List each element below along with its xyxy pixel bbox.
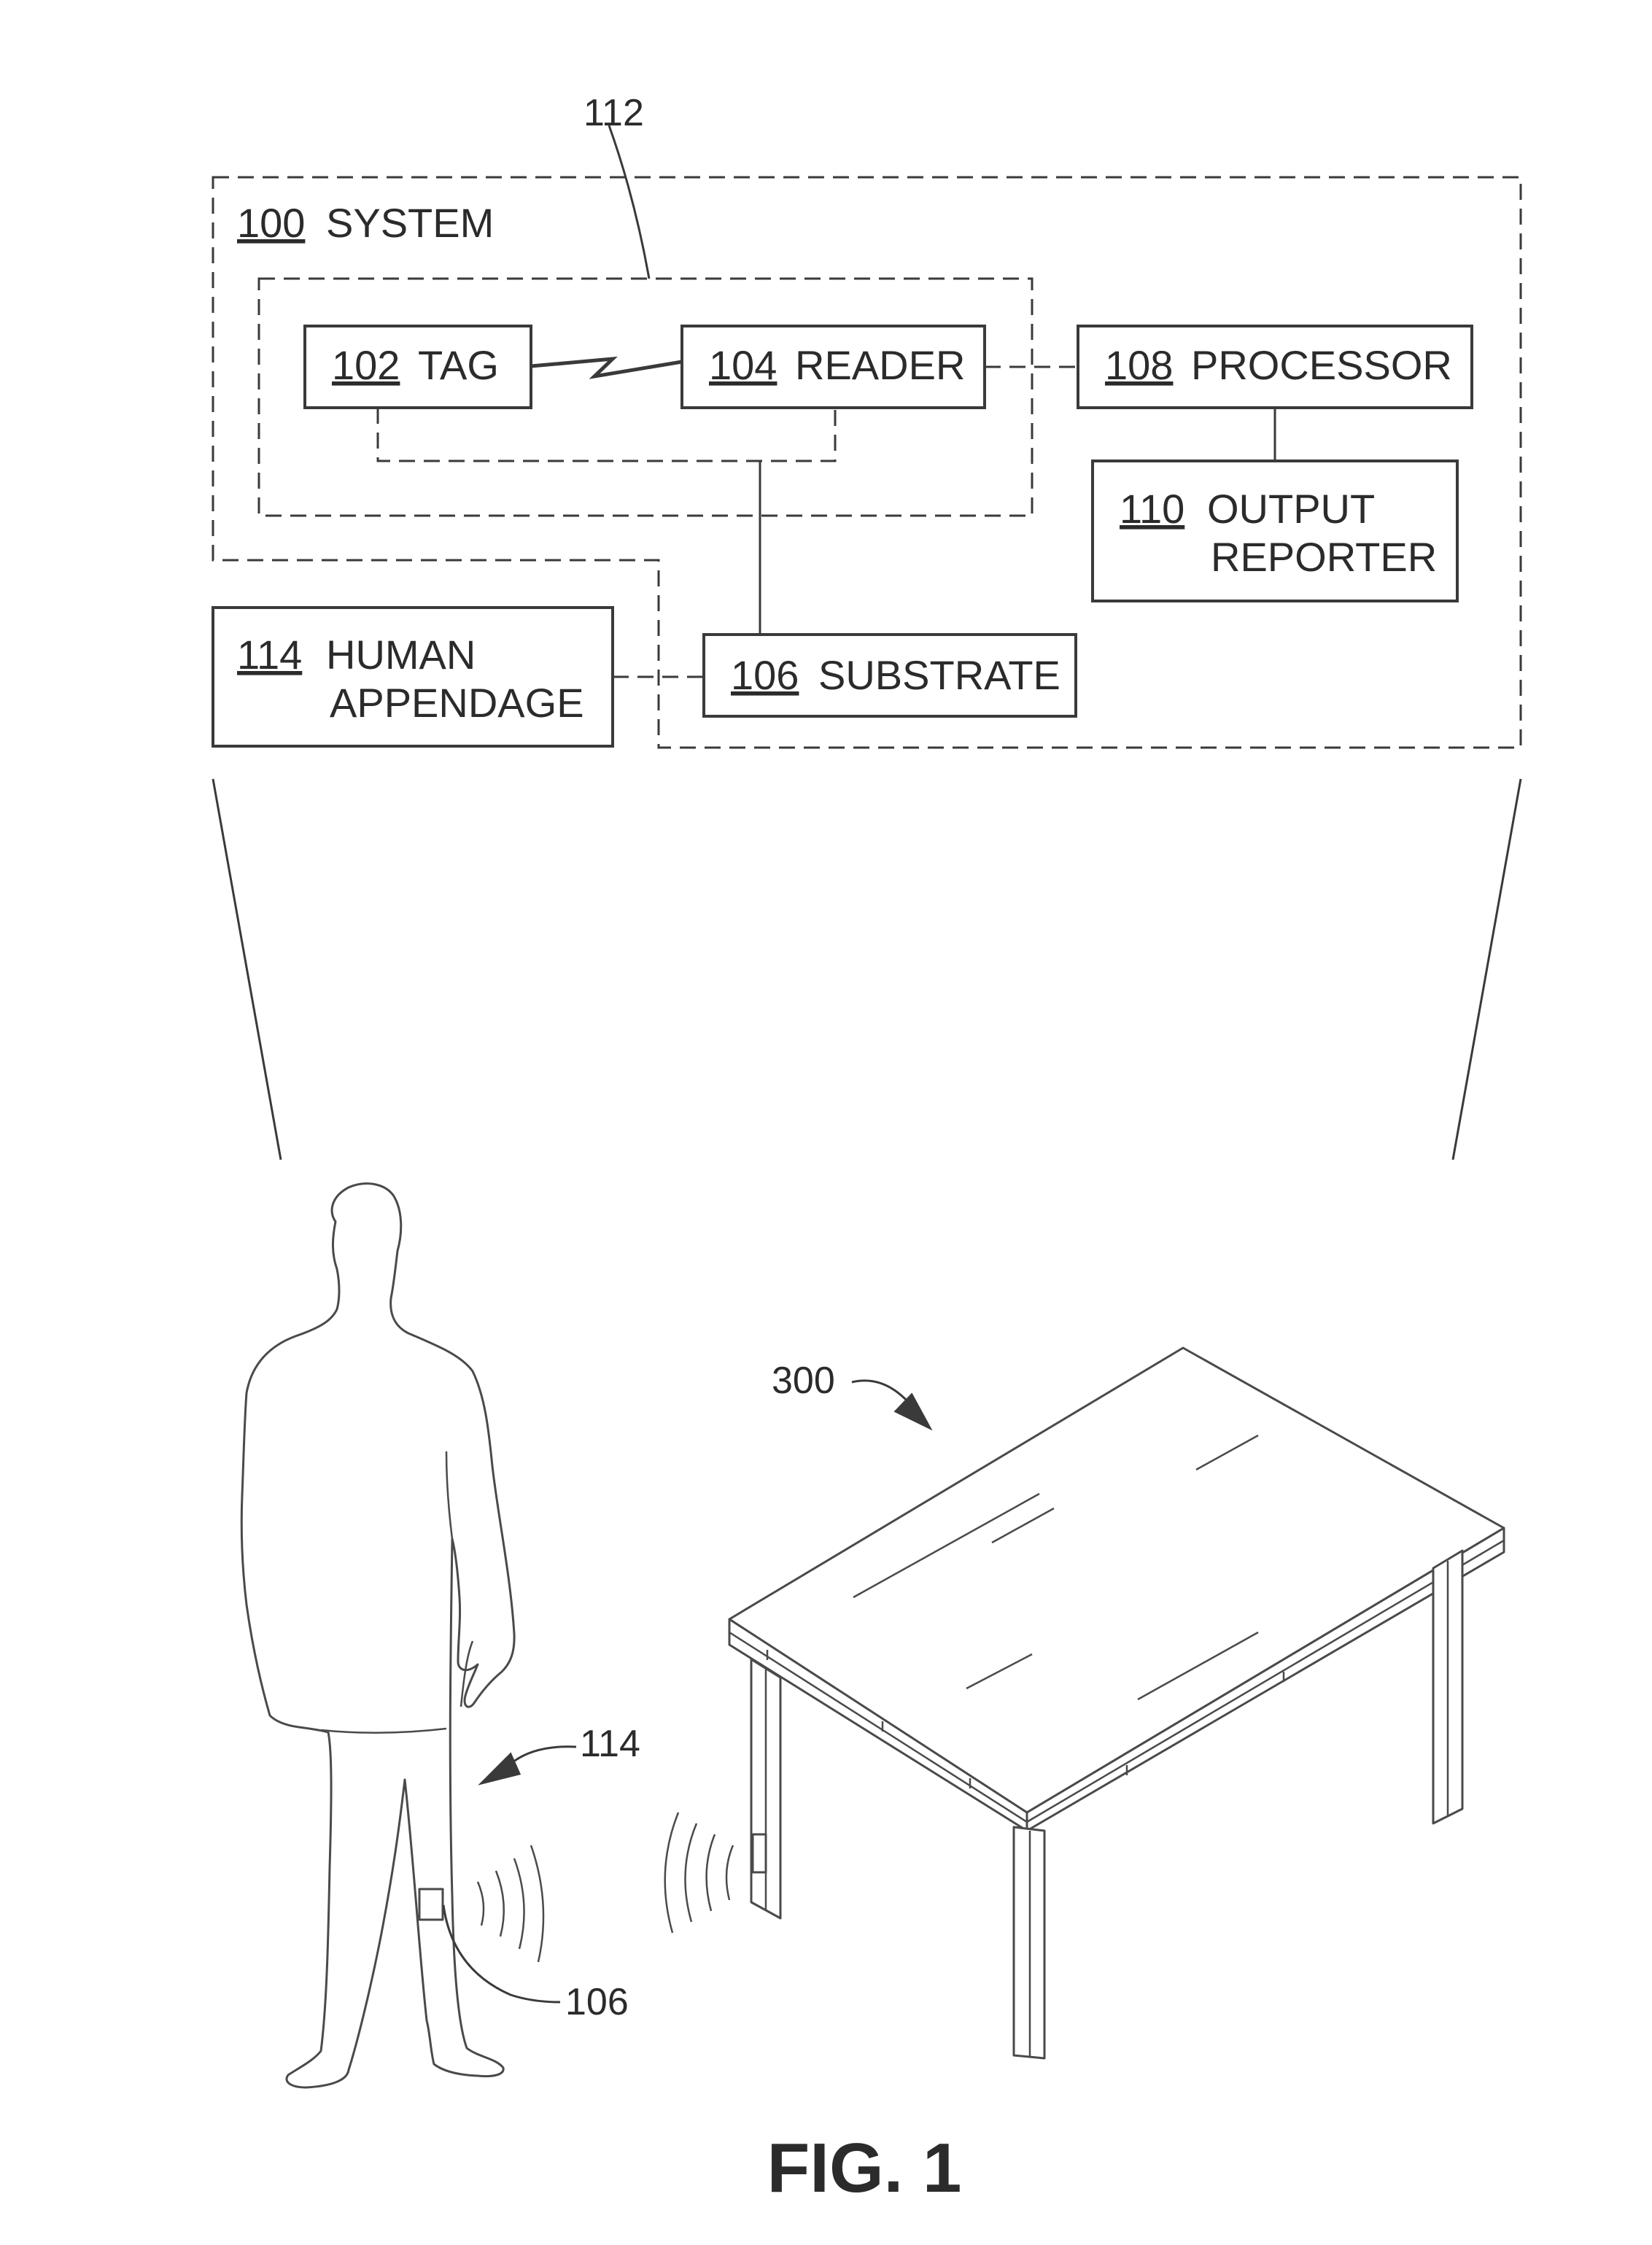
table-callout-arrow [896,1395,930,1428]
substrate-callout-ref: 106 [565,1981,629,2023]
group-112-leader [609,125,649,279]
appendage-callout-ref: 114 [580,1723,640,1765]
table-signal-arcs [665,1812,733,1933]
reader-num: 104 [709,342,777,388]
human-appendage-label-1: HUMAN [326,632,476,678]
projection-line-right [1453,779,1521,1160]
substrate-num: 106 [731,652,799,698]
human-silhouette [241,1184,514,2087]
system-num: 100 [237,200,305,246]
human-figure [241,1184,543,2087]
leg-signal-arcs [478,1845,543,1962]
block-diagram: 100 SYSTEM 112 102 TAG 104 READER 108 PR… [213,92,1521,748]
output-reporter-label-2: REPORTER [1211,534,1437,580]
human-appendage-num: 114 [237,632,302,678]
output-reporter-num: 110 [1120,486,1184,532]
output-reporter-label-1: OUTPUT [1207,486,1375,532]
tag-num: 102 [332,342,400,388]
table-callout-leader [852,1381,908,1402]
processor-label: PROCESSOR [1191,342,1452,388]
appendage-callout-leader [509,1747,576,1765]
appendage-callout-arrow [481,1754,519,1783]
wireless-link [531,359,682,376]
tag-reader-bracket [378,408,835,461]
table-callout-ref: 300 [772,1360,835,1402]
reader-label: READER [795,342,965,388]
figure-caption: FIG. 1 [767,2129,962,2207]
table-leg-reader [753,1834,766,1872]
tag-label: TAG [418,342,499,388]
processor-num: 108 [1105,342,1173,388]
projection-line-left [213,779,281,1160]
table-figure [665,1348,1504,2058]
table-top [729,1348,1504,1812]
human-appendage-label-2: APPENDAGE [330,680,584,726]
substrate-label: SUBSTRATE [818,652,1060,698]
system-label: SYSTEM [326,200,494,246]
group-112-ref: 112 [583,92,644,134]
leg-substrate-sensor [419,1889,443,1920]
